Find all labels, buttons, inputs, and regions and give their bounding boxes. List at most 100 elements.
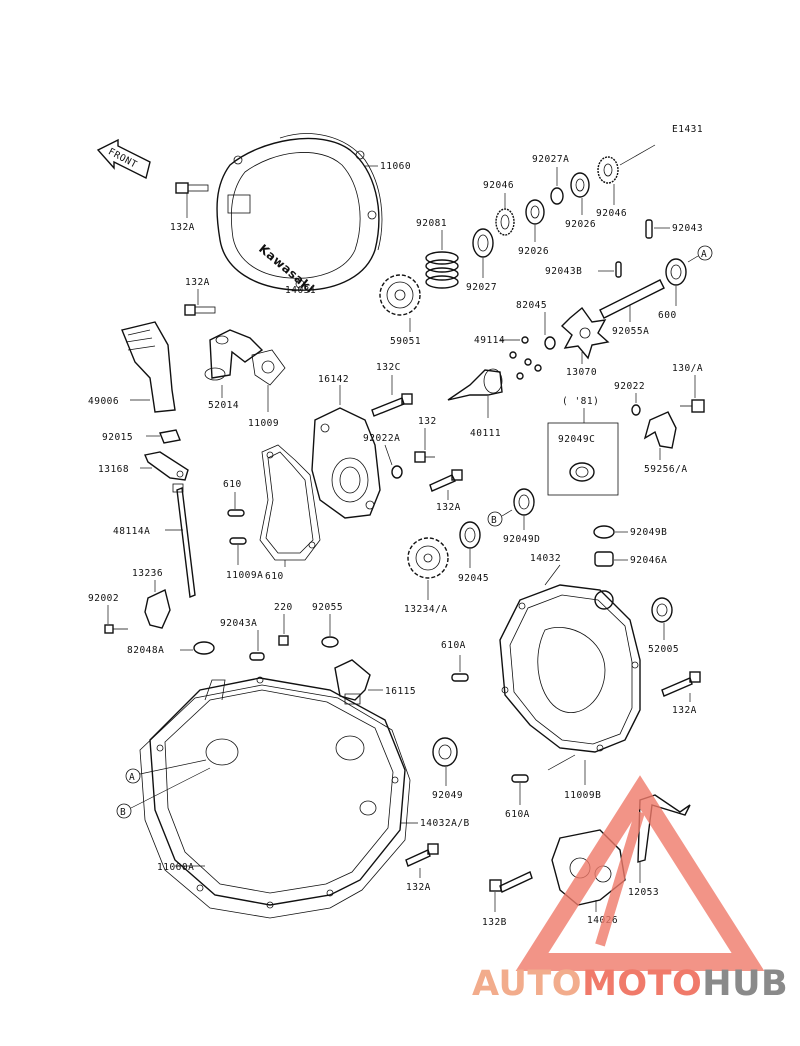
bolt-130a bbox=[680, 399, 705, 413]
washer-92015 bbox=[159, 429, 181, 444]
part-label-92022a: 92022A bbox=[363, 433, 400, 444]
year-bracket-box bbox=[547, 422, 619, 496]
bolt-132a-rr bbox=[661, 671, 701, 697]
washer-92022a bbox=[391, 465, 403, 479]
svg-text:A: A bbox=[129, 772, 135, 783]
dowel-pin-610a-top bbox=[451, 673, 469, 682]
needle-bearing-92046a bbox=[594, 551, 614, 567]
dowel-pin-610a-bottom bbox=[511, 774, 529, 783]
pin-92043a bbox=[249, 652, 265, 661]
part-label-92081: 92081 bbox=[416, 218, 447, 229]
part-label-92049c: 92049C bbox=[558, 434, 595, 445]
part-label-16142: 16142 bbox=[318, 374, 349, 385]
part-label-92043a: 92043A bbox=[220, 618, 257, 629]
part-label-132c: 132C bbox=[376, 362, 401, 373]
part-label-92049: 92049 bbox=[432, 790, 463, 801]
impeller-13070 bbox=[560, 306, 610, 360]
automotohub-logo-icon bbox=[515, 775, 765, 971]
part-label-82045: 600 bbox=[658, 310, 677, 321]
screw-220 bbox=[278, 635, 289, 646]
figure-code-arrow bbox=[619, 144, 656, 166]
part-label-220: 220 bbox=[274, 602, 293, 613]
dowel-pin-610-a bbox=[227, 509, 245, 517]
bolt-132a-mid bbox=[184, 304, 216, 316]
bolt-132a-right bbox=[429, 469, 463, 492]
o-ring-92055 bbox=[321, 636, 339, 648]
part-label-132b: 132B bbox=[482, 917, 507, 928]
part-label-132a: 132A bbox=[185, 277, 210, 288]
gasket-11009a bbox=[259, 444, 321, 561]
part-label-52005: 52005 bbox=[648, 644, 679, 655]
gear-13234a bbox=[407, 537, 449, 579]
part-label-11009: 11009 bbox=[248, 418, 279, 429]
part-label-132: 132 bbox=[418, 416, 437, 427]
part-label-132a: 132A bbox=[436, 502, 461, 513]
part-label-130a: 130/A bbox=[672, 363, 703, 374]
part-label-132a: 132A bbox=[672, 705, 697, 716]
watermark-hub: HUB bbox=[702, 964, 789, 1004]
svg-text:B: B bbox=[491, 515, 497, 526]
shaft-49114 bbox=[599, 279, 665, 319]
part-label-49006: 49006 bbox=[88, 396, 119, 407]
callout-a-left: A bbox=[125, 759, 207, 784]
bolt-132c bbox=[371, 393, 413, 417]
seal-92049 bbox=[432, 737, 458, 767]
part-label-92015: 92015 bbox=[102, 432, 133, 443]
watermark-auto: AUTO bbox=[472, 964, 583, 1004]
part-label-610a: 610A bbox=[441, 640, 466, 651]
part-label-92055a: 82045 bbox=[516, 300, 547, 311]
part-label-92055: 92055 bbox=[312, 602, 343, 613]
bolt-132a-bottom bbox=[405, 843, 439, 867]
part-label-49114: 92055A bbox=[612, 326, 649, 337]
clutch-cover-14031: Kawasaki bbox=[216, 133, 383, 296]
watermark-moto: MOTO bbox=[582, 964, 703, 1004]
part-label-610: 610 bbox=[223, 479, 242, 490]
pin-92043b bbox=[615, 261, 622, 278]
water-pipe-elbow-52014 bbox=[204, 329, 264, 381]
seal-82048a bbox=[193, 641, 215, 655]
gasket-11009 bbox=[251, 349, 286, 386]
part-label-92049b: 92049B bbox=[630, 527, 667, 538]
part-label-92026: 92026 bbox=[565, 219, 596, 230]
balls-600 bbox=[509, 336, 542, 380]
part-label-92022: 92022 bbox=[614, 381, 645, 392]
part-label-92027: 92027 bbox=[466, 282, 497, 293]
part-label-11009b: 11009B bbox=[564, 790, 601, 801]
svg-text:B: B bbox=[120, 807, 126, 818]
gear-59051 bbox=[379, 274, 421, 316]
part-label-92027a: 92027A bbox=[532, 154, 569, 165]
seal-92049d bbox=[513, 488, 535, 516]
callout-a-top: A bbox=[687, 245, 713, 263]
callout-b-mid: B bbox=[487, 509, 513, 527]
part-label-132a: 132A bbox=[170, 222, 195, 233]
part-label-600: 49114 bbox=[474, 335, 505, 346]
bearing-92027 bbox=[472, 228, 494, 258]
bolt-132b bbox=[489, 871, 533, 893]
shaft-40111 bbox=[447, 368, 503, 401]
oil-filler-cap-16115 bbox=[334, 659, 371, 705]
bearing-82045 bbox=[665, 258, 687, 286]
part-label-11060a: 11060A bbox=[157, 862, 194, 873]
part-label-610: 11009A bbox=[226, 570, 263, 581]
part-label-92046: 92046 bbox=[483, 180, 514, 191]
lever-13168 bbox=[144, 451, 189, 481]
part-label-16115: 16115 bbox=[385, 686, 416, 697]
part-label-92026: 92026 bbox=[518, 246, 549, 257]
part-label-59051: 59051 bbox=[390, 336, 421, 347]
part-label-12053: 12053 bbox=[628, 887, 659, 898]
bolt-132a-top bbox=[175, 182, 209, 194]
washer-92026-b bbox=[570, 172, 590, 198]
fork-13236 bbox=[144, 589, 171, 629]
bolt-132 bbox=[414, 451, 435, 463]
part-label-52014: 52014 bbox=[208, 400, 239, 411]
part-label-610a: 610A bbox=[505, 809, 530, 820]
lever-12053 bbox=[637, 794, 691, 863]
part-label-92045: 92045 bbox=[458, 573, 489, 584]
part-label-82048a: 82048A bbox=[127, 645, 164, 656]
o-ring-92055a bbox=[544, 336, 556, 350]
needle-bearing-92046 bbox=[495, 208, 515, 236]
figure-code: E1431 bbox=[672, 124, 703, 135]
screw-92002 bbox=[104, 624, 128, 634]
part-label-92046: 92046 bbox=[596, 208, 627, 219]
